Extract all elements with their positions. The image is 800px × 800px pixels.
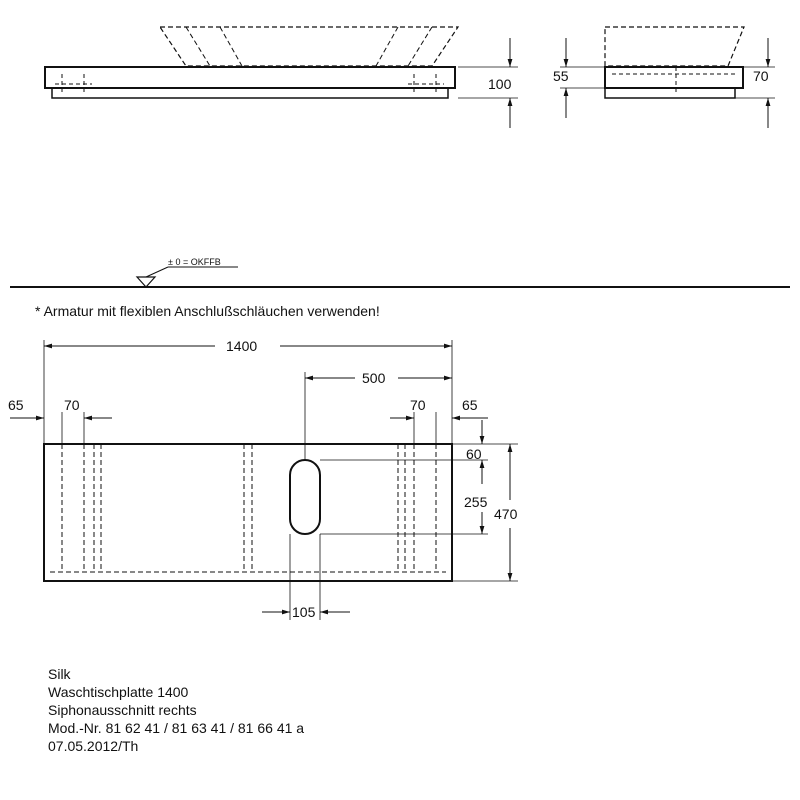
front-slab-base bbox=[51, 87, 449, 99]
front-view bbox=[44, 26, 518, 128]
level-label: ± 0 = OKFFB bbox=[168, 257, 221, 267]
side-left-label: 55 bbox=[553, 68, 569, 84]
side-view bbox=[560, 26, 775, 128]
depth-label: 470 bbox=[494, 506, 518, 522]
side-slab bbox=[604, 66, 744, 89]
product-name: Silk bbox=[48, 666, 71, 682]
right-spacing-label: 70 bbox=[410, 397, 426, 413]
side-right-label: 70 bbox=[753, 68, 769, 84]
plan-slab-outline bbox=[43, 443, 453, 582]
front-basin-inner-line bbox=[219, 26, 243, 67]
right-edge-label: 65 bbox=[462, 397, 478, 413]
front-basin-inner-line bbox=[185, 26, 211, 67]
front-slab bbox=[44, 66, 456, 89]
plan-view bbox=[10, 340, 518, 620]
cutout-width-label: 105 bbox=[292, 604, 316, 620]
front-height-label: 100 bbox=[488, 76, 512, 92]
cutout-offset-label: 500 bbox=[362, 370, 386, 386]
level-marker-triangle bbox=[135, 276, 157, 288]
plan-hidden-frame bbox=[50, 444, 446, 573]
front-basin-inner-line bbox=[375, 26, 399, 67]
installation-note: * Armatur mit flexiblen Anschlußschläuch… bbox=[35, 303, 380, 319]
model-numbers: Mod.-Nr. 81 62 41 / 81 63 41 / 81 66 41 … bbox=[48, 720, 305, 736]
side-basin-outline bbox=[604, 26, 745, 67]
drawing-date: 07.05.2012/Th bbox=[48, 738, 139, 754]
front-basin-inner-line bbox=[407, 26, 433, 67]
floor-level bbox=[10, 266, 790, 288]
product-variant: Siphonausschnitt rechts bbox=[48, 702, 197, 718]
left-edge-label: 65 bbox=[8, 397, 24, 413]
front-hidden-brackets bbox=[55, 74, 444, 92]
siphon-cutout bbox=[289, 459, 321, 535]
front-basin-outline bbox=[158, 26, 460, 67]
width-label: 1400 bbox=[226, 338, 257, 354]
side-slab-base bbox=[604, 87, 736, 99]
top-offset-label: 60 bbox=[466, 446, 482, 462]
title-block: Silk Waschtischplatte 1400 Siphonausschn… bbox=[48, 665, 304, 755]
cutout-height-label: 255 bbox=[464, 494, 488, 510]
product-description: Waschtischplatte 1400 bbox=[48, 684, 189, 700]
left-spacing-label: 70 bbox=[64, 397, 80, 413]
